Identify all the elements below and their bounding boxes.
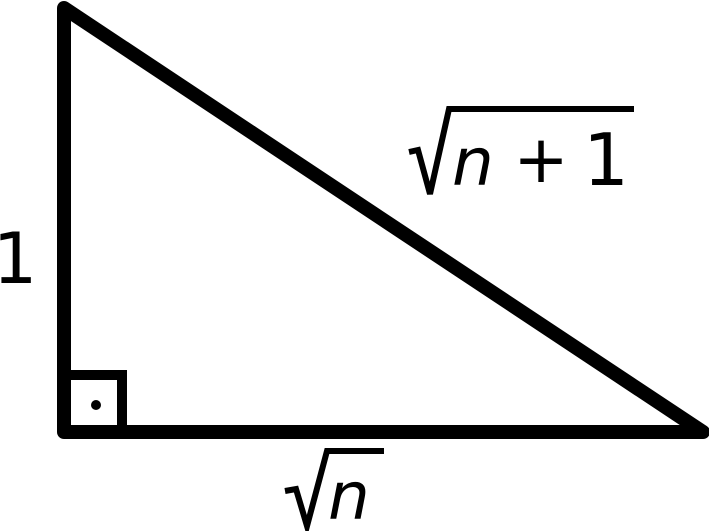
hypotenuse-variable: n	[452, 124, 494, 201]
hypotenuse-constant: 1	[583, 118, 629, 202]
hypotenuse-operator: +	[513, 121, 568, 198]
horizontal-leg-variable: n	[328, 458, 370, 531]
vertical-leg-label: 1	[0, 218, 37, 300]
right-angle-marker	[59, 370, 127, 437]
right-angle-dot	[91, 400, 101, 410]
horizontal-leg-label: n	[284, 448, 384, 531]
right-triangle	[57, 1, 709, 439]
horizontal-leg-radical-sign	[284, 448, 384, 531]
hypotenuse-label: n + 1	[408, 106, 634, 202]
hypotenuse-radical-sign	[408, 106, 634, 195]
